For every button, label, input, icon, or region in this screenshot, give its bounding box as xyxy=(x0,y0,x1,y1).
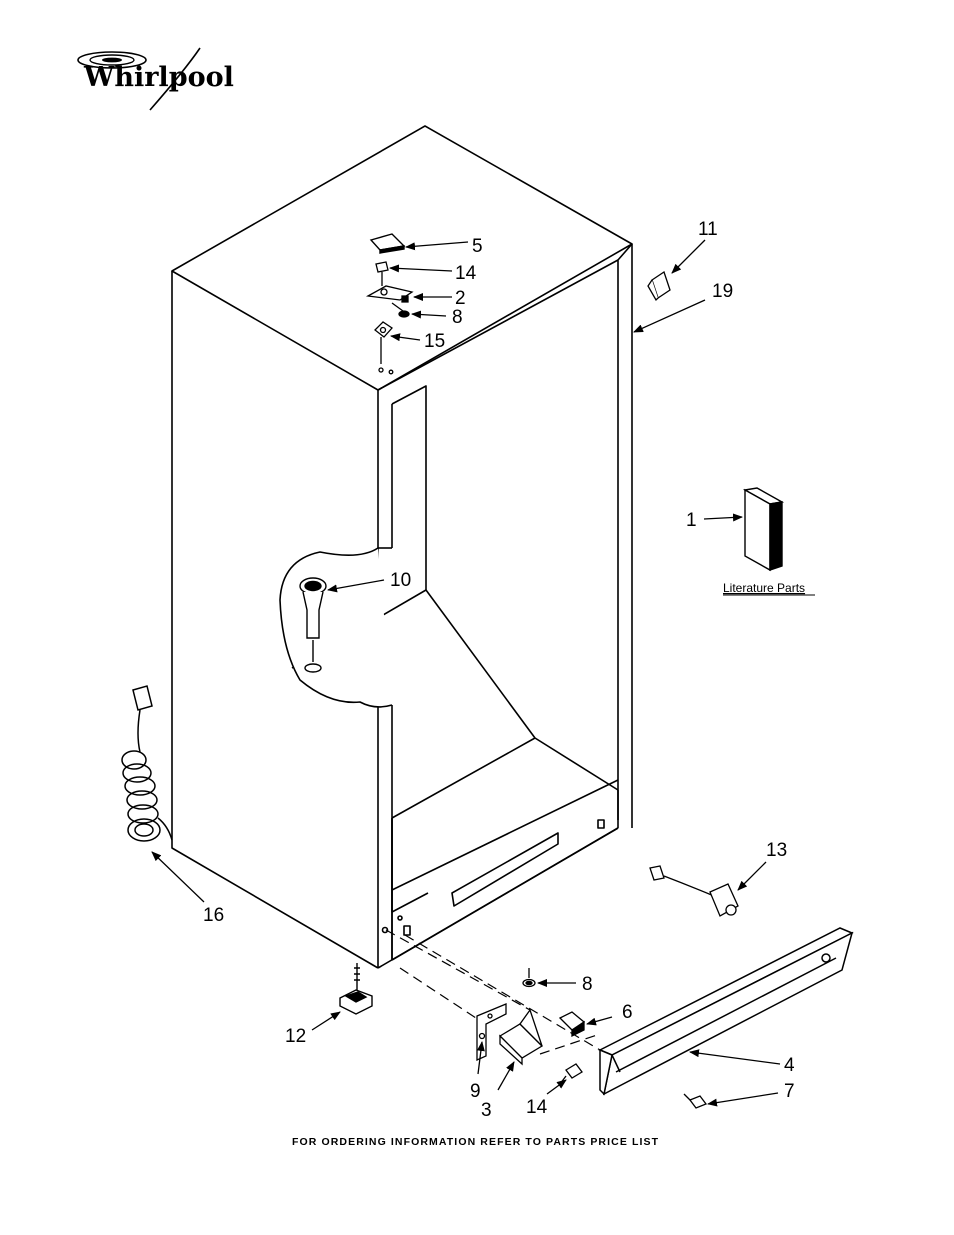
callout-13: 13 xyxy=(766,840,787,861)
callout-7: 7 xyxy=(784,1081,795,1102)
part-4-toe-grille xyxy=(598,927,854,1096)
part-16-power-cord xyxy=(121,685,173,842)
callout-6: 6 xyxy=(622,1002,633,1023)
leader-arrows xyxy=(151,239,781,1107)
part-14-screw-bottom xyxy=(559,1063,583,1085)
callout-19: 19 xyxy=(712,281,733,302)
callout-12: 12 xyxy=(285,1026,306,1047)
logo-wordmark: Whirlpool xyxy=(83,62,234,93)
part-12-leveling-leg xyxy=(339,963,373,1015)
part-15-bracket xyxy=(374,321,394,375)
freezer-cabinet xyxy=(171,125,633,969)
part-8-washer-bottom xyxy=(522,968,536,988)
callout-15: 15 xyxy=(424,331,445,352)
callout-1: 1 xyxy=(686,510,697,531)
part-7-screw xyxy=(683,1093,708,1109)
callout-2: 2 xyxy=(455,288,466,309)
part-1-literature xyxy=(742,487,785,572)
part-2-hinge xyxy=(365,285,414,303)
callout-14-top: 14 xyxy=(455,263,477,284)
part-5-cover xyxy=(369,233,406,254)
callout-9: 9 xyxy=(470,1081,481,1102)
part-6-clip xyxy=(558,1011,586,1038)
callout-4: 4 xyxy=(784,1055,795,1076)
part-8-washer-top xyxy=(391,302,410,318)
part-10-drain-tube xyxy=(299,577,327,673)
callout-8-top: 8 xyxy=(452,307,463,328)
callout-10: 10 xyxy=(390,570,411,591)
callout-3: 3 xyxy=(481,1100,492,1121)
part-14-screw-top xyxy=(375,261,389,286)
part-13-switch xyxy=(649,865,739,917)
footer-note: FOR ORDERING INFORMATION REFER TO PARTS … xyxy=(292,1136,659,1148)
callout-14-bottom: 14 xyxy=(526,1097,548,1118)
callout-11: 11 xyxy=(698,219,718,240)
callout-8-bottom: 8 xyxy=(582,974,593,995)
part-3-block xyxy=(498,1008,544,1066)
part-11-clip xyxy=(647,270,671,302)
whirlpool-logo: Whirlpool xyxy=(77,47,234,111)
assembly-lines xyxy=(385,929,601,1055)
callout-labels: 5 14 2 8 15 11 19 1 10 16 13 8 6 4 7 12 … xyxy=(203,219,795,1121)
literature-parts-label: Literature Parts xyxy=(723,581,805,595)
callout-16: 16 xyxy=(203,905,224,926)
callout-5: 5 xyxy=(472,236,483,257)
